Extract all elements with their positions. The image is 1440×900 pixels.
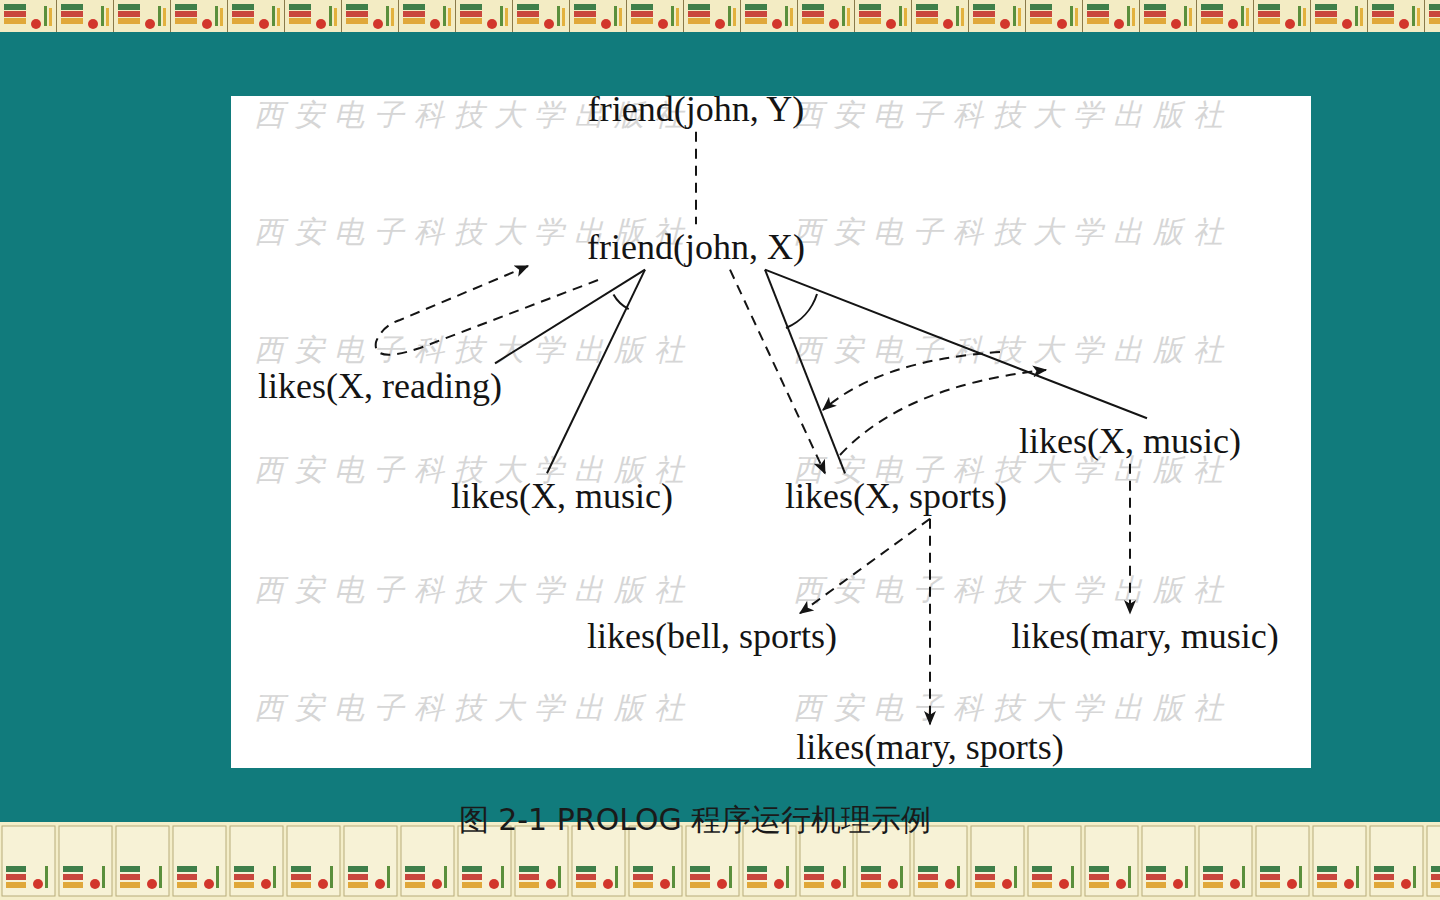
goal-text: likes(mary, sports) — [796, 727, 1064, 768]
watermark-text: 西安电子科技大学出版社 — [793, 95, 1233, 136]
goal-node: likes(X, music) — [449, 476, 675, 517]
tree-branch — [547, 270, 645, 474]
goal-text: friend(john, X) — [587, 227, 805, 268]
top-border-band — [0, 0, 1440, 32]
backtrack-arrow — [823, 352, 1000, 410]
goal-node: likes(mary, music) — [1009, 616, 1281, 657]
watermark-text: 西安电子科技大学出版社 — [793, 688, 1233, 729]
backtrack-loop-arrow — [376, 266, 598, 355]
search-arrow — [929, 519, 931, 725]
watermark-text: 西安电子科技大学出版社 — [793, 212, 1233, 253]
watermark-text: 西安电子科技大学出版社 — [254, 570, 694, 611]
goal-node: likes(bell, sports) — [585, 616, 839, 657]
trace-annotations — [376, 266, 1046, 455]
goal-node: likes(X, reading) — [256, 366, 504, 407]
search-arrow — [800, 519, 930, 614]
goal-node: friend(john, X) — [585, 227, 807, 268]
search-arrow — [1129, 464, 1131, 614]
goal-node: friend(john, Y) — [586, 89, 807, 130]
goal-node: likes(X, music) — [1017, 421, 1243, 462]
tree-branch — [765, 270, 1147, 419]
goal-node: likes(X, sports) — [783, 476, 1009, 517]
goal-text: likes(bell, sports) — [587, 616, 837, 657]
and-arc — [786, 294, 817, 328]
watermark-text: 西安电子科技大学出版社 — [793, 330, 1233, 371]
goal-text: likes(X, music) — [451, 476, 673, 517]
watermark-text: 西安电子科技大学出版社 — [254, 688, 694, 729]
tree-branch — [765, 270, 845, 474]
watermark-text: 西安电子科技大学出版社 — [254, 330, 694, 371]
goal-text: likes(X, sports) — [785, 476, 1007, 517]
figure-caption: 图 2-1 PROLOG 程序运行机理示例 — [459, 800, 932, 841]
goal-text: likes(X, reading) — [258, 366, 502, 407]
goal-node: likes(mary, sports) — [794, 727, 1066, 768]
goal-text: friend(john, Y) — [588, 89, 805, 130]
goal-text: likes(mary, music) — [1011, 616, 1279, 657]
watermark-text: 西安电子科技大学出版社 — [793, 570, 1233, 611]
figure-panel — [231, 96, 1311, 768]
retry-arrow — [840, 370, 1046, 455]
search-arrow — [695, 132, 697, 225]
search-arrow — [730, 270, 825, 474]
goal-text: likes(X, music) — [1019, 421, 1241, 462]
